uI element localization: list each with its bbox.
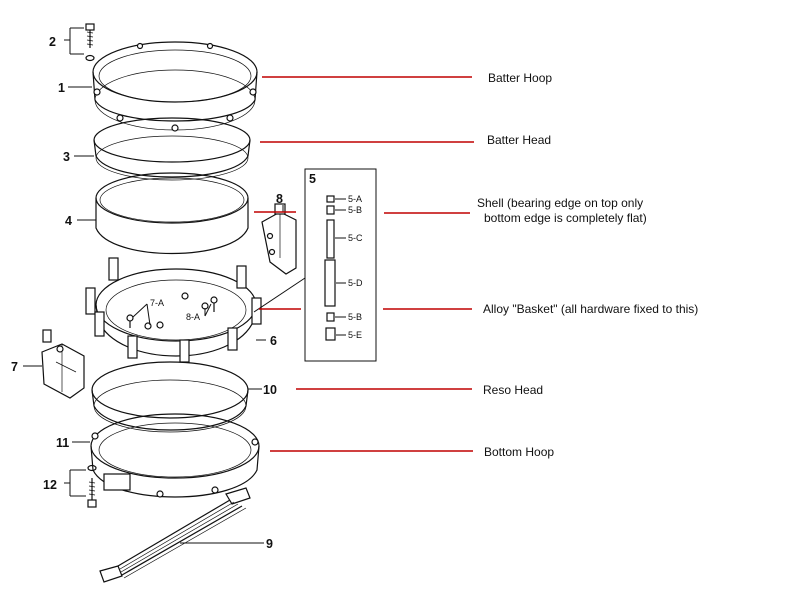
bottom-hoop bbox=[90, 413, 260, 498]
caption-bottom-hoop: Bottom Hoop bbox=[484, 445, 554, 459]
tension-rod-top bbox=[85, 23, 95, 62]
snare-wires bbox=[99, 487, 251, 583]
alloy-basket bbox=[85, 257, 262, 363]
callout-6: 6 bbox=[270, 334, 277, 348]
callout-9: 9 bbox=[266, 537, 273, 551]
shell bbox=[95, 172, 249, 254]
caption-shell-line1: Shell (bearing edge on top only bbox=[477, 196, 643, 210]
callout-8a: 8-A bbox=[186, 312, 200, 322]
callout-5c: 5-C bbox=[348, 233, 363, 243]
caption-shell-line2: bottom edge is completely flat) bbox=[484, 211, 647, 225]
callout-10: 10 bbox=[263, 383, 277, 397]
butt-end-bracket bbox=[261, 203, 297, 275]
batter-head bbox=[93, 117, 251, 181]
callout-3: 3 bbox=[63, 150, 70, 164]
red-leader-lines bbox=[254, 76, 474, 452]
callout-5d: 5-D bbox=[348, 278, 363, 288]
reso-head bbox=[91, 361, 249, 433]
callout-5e: 5-E bbox=[348, 330, 362, 340]
caption-basket: Alloy "Basket" (all hardware fixed to th… bbox=[483, 302, 698, 316]
callout-12: 12 bbox=[43, 478, 57, 492]
caption-reso-head: Reso Head bbox=[483, 383, 543, 397]
snare-strainer bbox=[41, 329, 85, 399]
callout-8: 8 bbox=[276, 192, 283, 206]
callout-4: 4 bbox=[65, 214, 72, 228]
callout-5b-bottom: 5-B bbox=[348, 312, 362, 322]
callout-7: 7 bbox=[11, 360, 18, 374]
callout-2: 2 bbox=[49, 35, 56, 49]
callout-1: 1 bbox=[58, 81, 65, 95]
callout-5b-top: 5-B bbox=[348, 205, 362, 215]
callout-5: 5 bbox=[309, 172, 316, 186]
callout-11: 11 bbox=[56, 436, 69, 450]
tension-rod-bottom bbox=[87, 464, 97, 508]
inset-box-5 bbox=[253, 168, 377, 362]
leader-lines bbox=[23, 27, 284, 544]
batter-hoop bbox=[92, 41, 258, 132]
caption-batter-head: Batter Head bbox=[487, 133, 551, 147]
callout-7a: 7-A bbox=[150, 298, 164, 308]
caption-batter-hoop: Batter Hoop bbox=[488, 71, 552, 85]
callout-5a: 5-A bbox=[348, 194, 362, 204]
